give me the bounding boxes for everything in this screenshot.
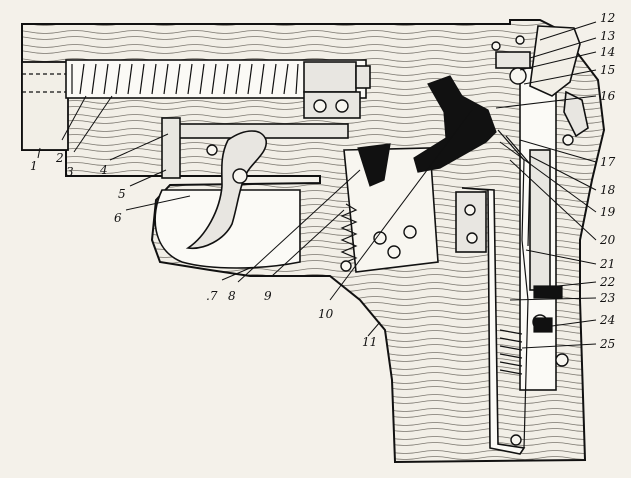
- callout-24: 24: [599, 313, 615, 327]
- grip-rod: [461, 187, 526, 455]
- bracket-screw-icon: [313, 99, 327, 113]
- hammer-link: [495, 51, 531, 69]
- callout-19: 19: [600, 205, 616, 219]
- leader-lines: [37, 21, 597, 349]
- callout-25: 25: [599, 337, 615, 351]
- striker-collar: [355, 65, 371, 89]
- rear-lever: [563, 90, 589, 138]
- connector-rod: [497, 129, 529, 449]
- rear-lever-pin-icon: [562, 134, 574, 146]
- top-pin-2-icon: [491, 41, 501, 51]
- trigger: [185, 130, 268, 249]
- catch-spring: [499, 329, 523, 375]
- callout-20: 20: [599, 233, 616, 247]
- rear-block: [21, 61, 69, 151]
- callout-17: 17: [600, 155, 616, 169]
- callout-13: 13: [600, 29, 616, 43]
- rear-column-dark-band: [533, 285, 563, 299]
- sear-spring: [340, 203, 358, 263]
- hammer-pivot-icon: [509, 67, 527, 85]
- trigger-screw-icon: [206, 144, 218, 156]
- top-pin-icon: [515, 35, 525, 45]
- bolt-bracket: [303, 91, 361, 119]
- grip-block-screw-2-icon: [466, 232, 478, 244]
- sear-screw-2-icon: [403, 225, 417, 239]
- striker-head: [303, 61, 357, 93]
- callout-3: 3: [66, 165, 74, 179]
- callout-16: 16: [600, 89, 616, 103]
- bracket-screw-2-icon: [335, 99, 349, 113]
- callout-9: 9: [264, 289, 272, 303]
- rear-column-screw-2-icon: [555, 353, 569, 367]
- callout-23: 23: [599, 291, 616, 305]
- callout-14: 14: [600, 45, 615, 59]
- callout-18: 18: [600, 183, 616, 197]
- main-spring: [71, 63, 299, 95]
- callout-8: 8: [228, 289, 236, 303]
- sear-screw-1-icon: [373, 231, 387, 245]
- trigger-pivot-icon: [232, 168, 248, 184]
- hammer-arm: [413, 75, 497, 173]
- sear-arm: [357, 143, 391, 187]
- callout-11: 11: [362, 335, 377, 349]
- sear-screw-3-icon: [387, 245, 401, 259]
- bottom-screw-icon: [510, 434, 522, 446]
- callout-4: 4: [99, 163, 108, 177]
- callout-12: 12: [600, 11, 615, 25]
- sear-spring-pin-icon: [340, 260, 352, 272]
- trigger-bar-end: [161, 117, 181, 179]
- callout-21: 21: [599, 257, 615, 271]
- callout-2: 2: [55, 151, 64, 165]
- callout-1: 1: [30, 159, 38, 173]
- callout-6: 6: [114, 211, 122, 225]
- grip-block-screw-icon: [464, 204, 476, 216]
- callout-5: 5: [118, 187, 126, 201]
- callout-10: 10: [318, 307, 334, 321]
- cocking-piece: [529, 25, 581, 97]
- callout-15: 15: [600, 63, 615, 77]
- callout-22: 22: [599, 275, 615, 289]
- catch-button: [533, 317, 553, 333]
- callout-7: .7: [206, 289, 218, 303]
